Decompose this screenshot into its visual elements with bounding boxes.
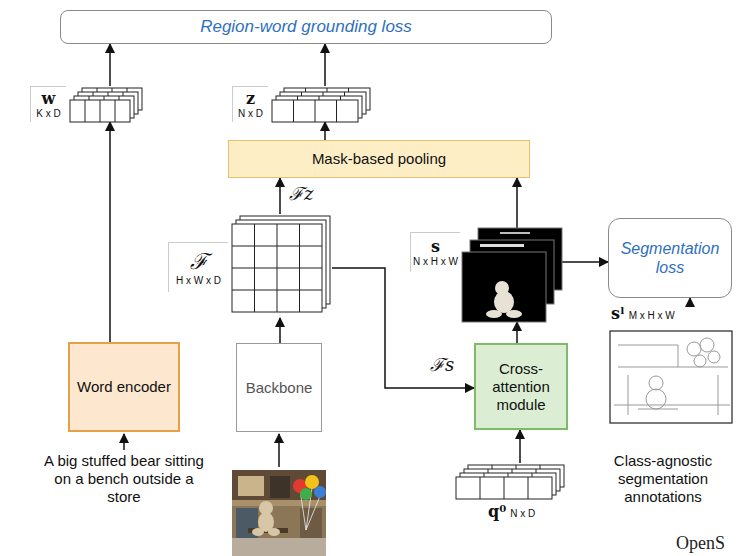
- connector-arrow: [324, 44, 326, 86]
- annotation-contour: [638, 409, 678, 410]
- matrix-node: sˡ M x H x W: [608, 305, 734, 425]
- matrix-node: ℱH x W x D: [168, 214, 332, 318]
- connector-arrow: [109, 44, 111, 86]
- annotation-contour: [614, 345, 730, 415]
- grid-line: [232, 268, 322, 269]
- box-label: Backbone: [246, 379, 313, 397]
- box-label: Cross-attention module: [482, 360, 560, 414]
- input-arrow: [278, 434, 280, 467]
- mask-symbol: s: [431, 238, 440, 256]
- annotation-dimension: M x H x W: [629, 310, 675, 322]
- box-label: Word encoder: [77, 378, 171, 396]
- input-caption: A big stuffed bear sitting on a bench ou…: [36, 452, 212, 506]
- matrix-symbol: q⁰: [488, 503, 506, 521]
- connector-arrow: [516, 178, 518, 228]
- box-label: Segmentation loss: [615, 239, 725, 277]
- mask-shape: [486, 310, 502, 318]
- matrix-cell-line: [336, 100, 337, 122]
- annotation-contour: [700, 338, 714, 352]
- feature-dimension: H x W x D: [176, 275, 221, 287]
- connector-arrow: [689, 298, 691, 305]
- connector-arrow: [279, 178, 281, 214]
- annotation-contour: [646, 389, 666, 409]
- connector-arrow: [109, 122, 111, 342]
- mask-dimension: N x H x W: [413, 256, 458, 268]
- box-label: Mask-based pooling: [312, 150, 446, 168]
- matrix-layer: [70, 100, 130, 122]
- loss-box: Region-word grounding loss: [60, 10, 552, 44]
- matrix-dimension: K x D: [36, 108, 60, 120]
- encoder-box: Word encoder: [68, 342, 180, 432]
- dimension-label: wK x D: [30, 86, 66, 122]
- grid-line: [232, 290, 322, 291]
- watermark: OpenS: [676, 533, 736, 553]
- matrix-layer: [272, 100, 358, 122]
- matrix-node: sN x H x W: [410, 228, 562, 322]
- annotation-contour: [694, 355, 706, 367]
- loss-box: Segmentation loss: [608, 218, 732, 298]
- annotation-contour: [649, 376, 663, 390]
- input-photo: [232, 470, 326, 556]
- dimension-label: zN x D: [232, 86, 268, 122]
- edge-label: ℱs: [428, 354, 456, 376]
- connector-arrow: [562, 261, 608, 263]
- process-box: Mask-based pooling: [228, 140, 530, 178]
- connector-arrow: [324, 122, 326, 140]
- matrix-symbol: w: [42, 90, 56, 108]
- dimension-label: sN x H x W: [410, 232, 460, 272]
- matrix-cell-line: [528, 477, 529, 499]
- mask-shape: [500, 232, 530, 234]
- input-arrow: [123, 434, 125, 450]
- mask-shape: [480, 244, 524, 247]
- attention-box: Cross-attention module: [474, 343, 568, 430]
- edge-label: ℱz: [287, 183, 315, 205]
- connector-arrow: [516, 322, 518, 343]
- matrix-dimension: N x D: [238, 108, 263, 120]
- mask-shape: [494, 291, 514, 313]
- grid-line: [299, 224, 300, 312]
- matrix-cell-line: [480, 477, 481, 499]
- matrix-node: q⁰ N x D: [452, 463, 576, 525]
- matrix-cell-line: [85, 100, 86, 122]
- mask-image: [462, 252, 546, 322]
- matrix-dimension: N x D: [510, 508, 535, 520]
- matrix-cell-line: [315, 100, 316, 122]
- annotation-caption: Class-agnostic segmentation annotations: [596, 452, 730, 506]
- connector-arrow: [332, 268, 474, 388]
- grid-layer: [232, 224, 322, 312]
- connector-arrow: [519, 430, 521, 463]
- feature-symbol: ℱ: [190, 249, 208, 275]
- backbone-box: Backbone: [236, 343, 322, 432]
- matrix-cell-line: [115, 100, 116, 122]
- matrix-cell-line: [100, 100, 101, 122]
- matrix-layer: [456, 477, 552, 499]
- matrix-node: zN x D: [232, 86, 382, 122]
- annotation-contour: [708, 351, 720, 363]
- dimension-label: q⁰ N x D: [488, 503, 535, 521]
- matrix-node: wK x D: [30, 86, 154, 122]
- mask-shape: [506, 310, 522, 318]
- dimension-label: ℱH x W x D: [168, 242, 228, 292]
- dimension-label: sˡ M x H x W: [608, 305, 678, 329]
- annotation-contour: [687, 342, 701, 356]
- matrix-cell-line: [504, 477, 505, 499]
- box-label: Region-word grounding loss: [200, 17, 412, 37]
- matrix-cell-line: [293, 100, 294, 122]
- matrix-symbol: z: [246, 90, 255, 108]
- connector-arrow: [279, 318, 281, 343]
- annotation-symbol: sˡ: [611, 305, 625, 323]
- annotation-frame: [610, 331, 732, 423]
